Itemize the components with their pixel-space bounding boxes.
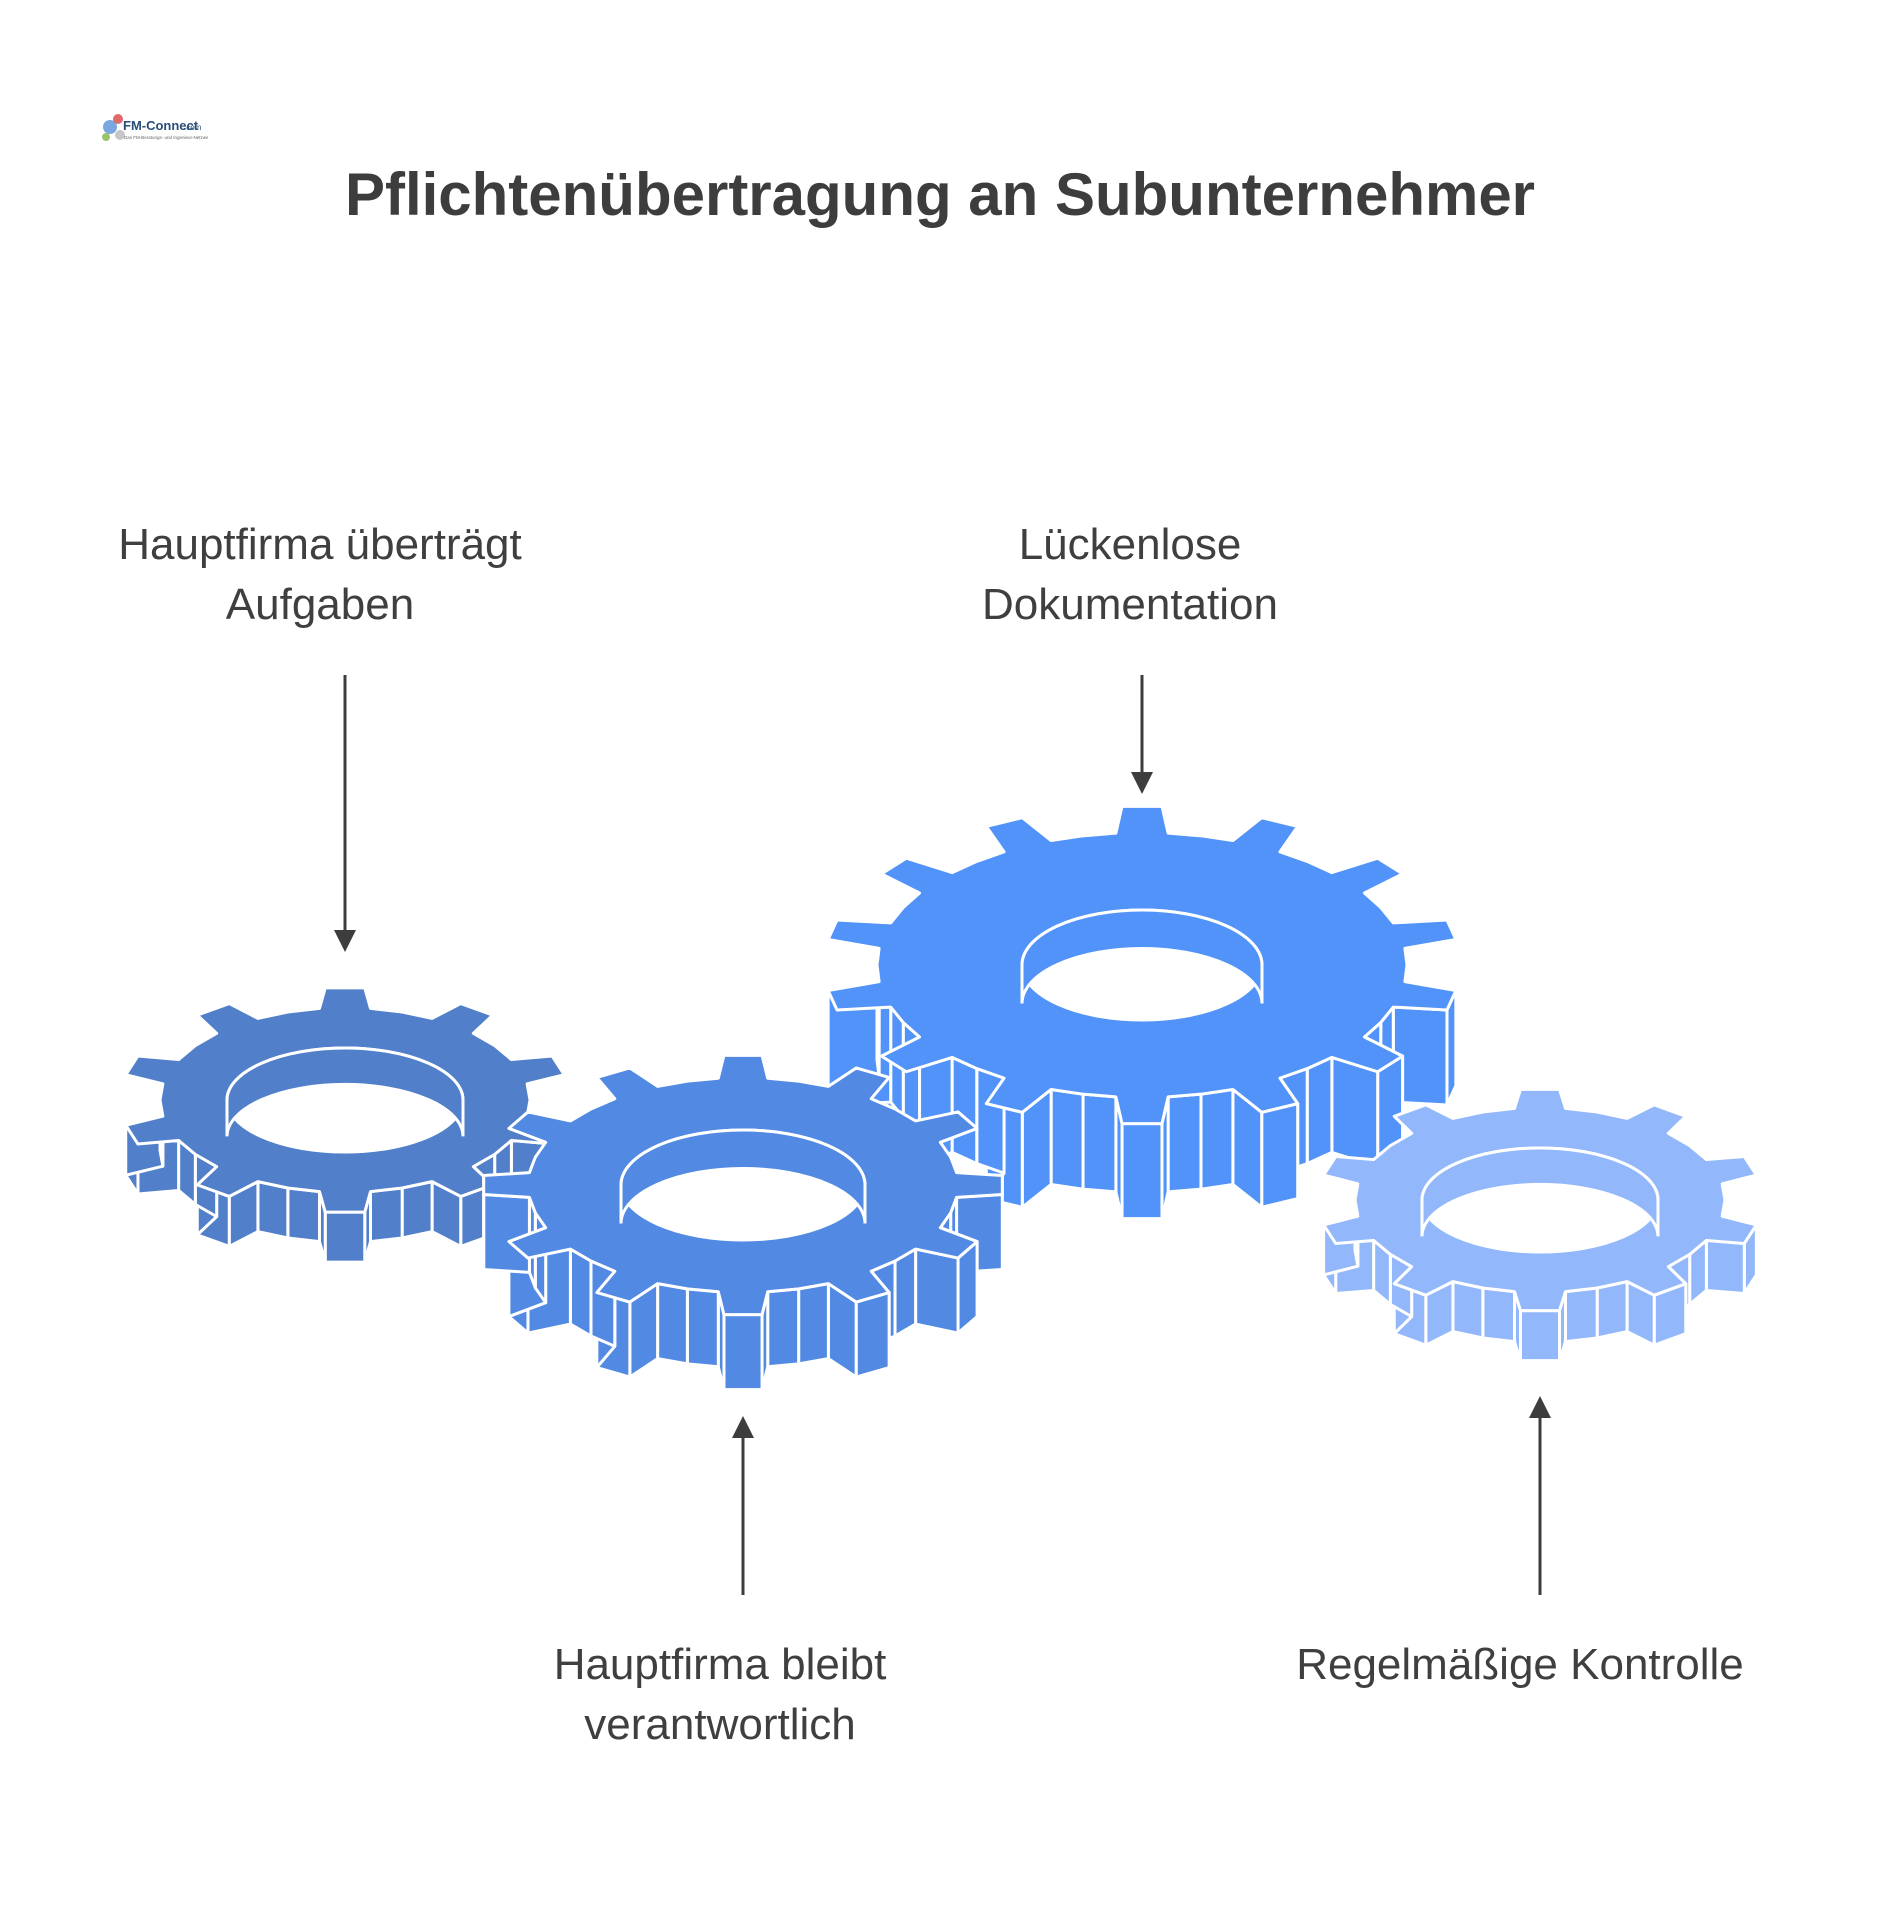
gear-documentation-side-face bbox=[1305, 1055, 1334, 1166]
label-responsible-line2: verantwortlich bbox=[584, 1700, 856, 1749]
gear-documentation-side-face bbox=[1330, 1055, 1380, 1169]
svg-text:Das FM-Beratungs- und Ingenieu: Das FM-Beratungs- und Ingenieur-Netzwerk bbox=[124, 135, 208, 140]
arrow-responsible-head bbox=[732, 1416, 754, 1438]
gear-responsible-side-face bbox=[854, 1291, 891, 1379]
gear-documentation-side-face bbox=[1120, 1122, 1164, 1221]
gear-control-side-face bbox=[1704, 1238, 1746, 1295]
gear-control-side-face bbox=[1481, 1286, 1517, 1344]
fm-connect-logo: FM-Connect .com Das FM-Beratungs- und In… bbox=[98, 105, 213, 155]
gear-documentation-side-face bbox=[1260, 1102, 1300, 1209]
gear-responsible-hole-wall bbox=[619, 1128, 867, 1224]
gear-responsible-side-face bbox=[685, 1287, 720, 1369]
gear-assign-side-face bbox=[323, 1210, 367, 1264]
gear-assign-hole-wall bbox=[225, 1046, 465, 1137]
label-remains-responsible: Hauptfirma bleibt verantwortlich bbox=[470, 1635, 970, 1755]
gear-control-side-face bbox=[1595, 1280, 1629, 1340]
gear-responsible-side-face bbox=[568, 1247, 593, 1338]
gear-documentation-side-face bbox=[1049, 1087, 1085, 1191]
gear-responsible-side-face bbox=[656, 1282, 689, 1366]
page-title: Pflichtenübertragung an Subunternehmer bbox=[344, 161, 1536, 228]
gear-responsible bbox=[482, 1053, 1004, 1392]
gear-assign-side-face bbox=[286, 1186, 322, 1244]
label-control-line1: Regelmäßige Kontrolle bbox=[1296, 1640, 1744, 1689]
label-responsible-line1: Hauptfirma bleibt bbox=[553, 1640, 887, 1689]
gear-responsible-side-face bbox=[722, 1313, 764, 1392]
gear-documentation-side-face bbox=[1199, 1087, 1235, 1191]
gear-documentation-hole-wall bbox=[1020, 908, 1264, 1004]
gear-responsible-side-face bbox=[482, 1193, 531, 1274]
gear-assign-side-face bbox=[256, 1180, 290, 1240]
gear-documentation-side-face bbox=[1166, 1092, 1203, 1194]
gear-responsible-side-face bbox=[766, 1287, 801, 1369]
svg-text:FM-Connect: FM-Connect bbox=[123, 118, 199, 133]
label-documentation: Lückenlose Dokumentation bbox=[880, 515, 1380, 635]
gear-control-hole-wall bbox=[1420, 1146, 1660, 1237]
gear-documentation-side-face bbox=[1081, 1092, 1118, 1194]
arrow-documentation-head bbox=[1131, 772, 1153, 794]
label-regular-control: Regelmäßige Kontrolle bbox=[1260, 1635, 1780, 1695]
svg-text:.com: .com bbox=[184, 123, 202, 132]
gear-responsible-side-face bbox=[893, 1247, 918, 1338]
gear-responsible-side-face bbox=[914, 1247, 960, 1335]
gear-assign-side-face bbox=[368, 1186, 404, 1244]
gear-assign-side-face bbox=[400, 1180, 434, 1240]
label-documentation-line1: Lückenlose bbox=[1018, 520, 1242, 569]
gear-control bbox=[1322, 1087, 1758, 1363]
gear-control-side-face bbox=[1563, 1286, 1599, 1344]
label-assign-line1: Hauptfirma überträgt bbox=[118, 520, 522, 569]
arrow-control-head bbox=[1529, 1396, 1551, 1418]
gear-control-side-face bbox=[1451, 1280, 1485, 1340]
gear-control-side-face bbox=[1518, 1309, 1562, 1363]
label-assign-tasks: Hauptfirma überträgt Aufgaben bbox=[60, 515, 580, 635]
arrow-assign-head bbox=[334, 930, 356, 952]
label-documentation-line2: Dokumentation bbox=[982, 580, 1278, 629]
gear-responsible-side-face bbox=[797, 1282, 830, 1366]
label-assign-line2: Aufgaben bbox=[225, 580, 415, 629]
gear-documentation-side-face bbox=[950, 1055, 979, 1166]
